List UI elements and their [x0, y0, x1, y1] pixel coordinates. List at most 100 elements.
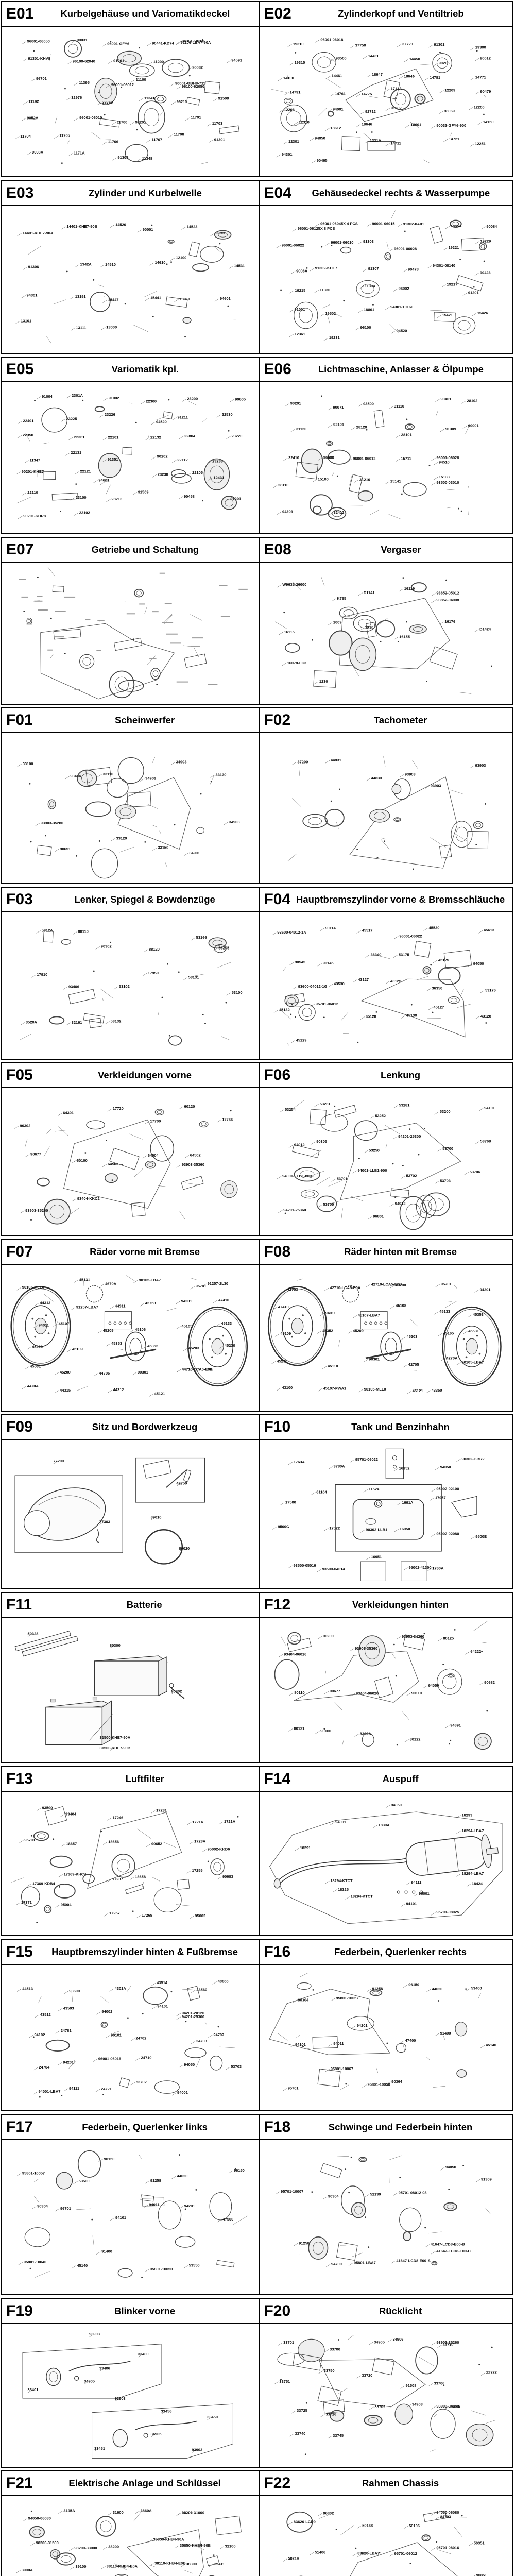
- part-number-label: 94002: [101, 2009, 112, 2014]
- part-number-label: 96100-62040: [73, 59, 95, 64]
- part-number-label: 50106: [409, 2523, 420, 2528]
- part-number-label: 90465: [317, 158, 328, 163]
- part-number-label: 45353: [111, 1341, 122, 1346]
- part-number-label: 90202: [157, 454, 168, 459]
- part-number-label: 42753: [287, 1287, 298, 1292]
- part-number-label: 96001-06016: [98, 2056, 121, 2061]
- part-number-label: 16951: [371, 1555, 382, 1560]
- section-code: E08: [264, 541, 291, 558]
- exploded-parts-diagram: 5325453261532525328153200941019401290305…: [277, 1100, 495, 1230]
- section-code: F05: [6, 1066, 33, 1083]
- part-number-label: 44830: [371, 776, 382, 781]
- part-number-label: 22132: [150, 435, 161, 440]
- part-number-label: 11701: [191, 115, 201, 120]
- cell-f04[interactable]: F04 Hauptbremszylinder vorne & Bremsschlä…: [260, 888, 512, 1059]
- part-number-label: 16176: [445, 619, 456, 624]
- part-number-label: 91257-2L30: [208, 1281, 228, 1286]
- exploded-parts-diagram: 95801-1005753500901509125844620961509030…: [16, 2150, 248, 2278]
- part-number-label: 14711: [391, 141, 401, 145]
- part-number-label: 23100: [76, 495, 87, 500]
- part-number-label: 53705: [323, 1202, 334, 1207]
- part-number-label: 94700: [332, 2262, 342, 2266]
- part-number-label: 64504: [148, 1153, 159, 1158]
- part-number-label: 15426: [477, 311, 488, 315]
- part-number-label: 96002: [399, 286, 409, 291]
- part-number-label: 95801-10057: [22, 2171, 45, 2175]
- section-title: Sitz und Bordwerkzeug: [92, 1421, 198, 1433]
- part-number-label: 11703: [212, 121, 222, 126]
- part-number-label: 33451: [94, 2446, 105, 2451]
- part-number-label: 38300: [186, 2562, 197, 2566]
- section-title: Hauptbremszylinder vorne & Bremsschläuch…: [296, 894, 505, 905]
- part-number-label: 90605: [235, 397, 246, 401]
- part-number-label: 96001-06022: [400, 934, 422, 938]
- part-number-label: 17910: [37, 972, 47, 977]
- part-number-label: 18647: [372, 72, 383, 77]
- part-number-label: 53166: [196, 935, 207, 940]
- part-number-label: 12361: [295, 332, 305, 336]
- part-number-label: 96001-06010: [79, 115, 102, 120]
- section-code: F04: [264, 891, 291, 908]
- part-number-label: 94050-06080: [28, 2516, 51, 2521]
- part-number-label: 11700: [117, 120, 127, 124]
- part-number-label: 91258: [150, 2178, 161, 2183]
- section-code: F17: [6, 2119, 33, 2136]
- part-number-label: 3780A: [334, 1464, 346, 1469]
- part-number-label: 31210: [359, 477, 370, 482]
- part-number-label: 19229: [480, 239, 491, 244]
- part-number-label: 90304: [328, 2194, 339, 2199]
- section-title: Tank und Benzinhahn: [351, 1421, 450, 1433]
- part-number-label: 93600-04012-1G: [298, 984, 328, 989]
- part-number-label: 22112: [177, 457, 187, 462]
- part-number-label: 11706: [108, 139, 118, 144]
- part-number-label: 1342A: [80, 262, 92, 267]
- part-number-label: K765: [337, 596, 347, 601]
- part-number-label: 24703: [196, 2039, 207, 2043]
- part-number-label: 15441: [150, 296, 161, 300]
- part-number-label: 92101: [334, 422, 345, 427]
- part-number-label: 96150: [234, 2168, 245, 2173]
- part-number-label: 91400: [440, 2031, 451, 2036]
- part-number-label: 96001-GFY6: [107, 41, 129, 46]
- part-number-label: 34903: [176, 759, 187, 764]
- exploded-parts-diagram: 44513936004301A4351443560436004351243503…: [17, 1979, 242, 2098]
- part-number-label: 11341: [144, 96, 154, 100]
